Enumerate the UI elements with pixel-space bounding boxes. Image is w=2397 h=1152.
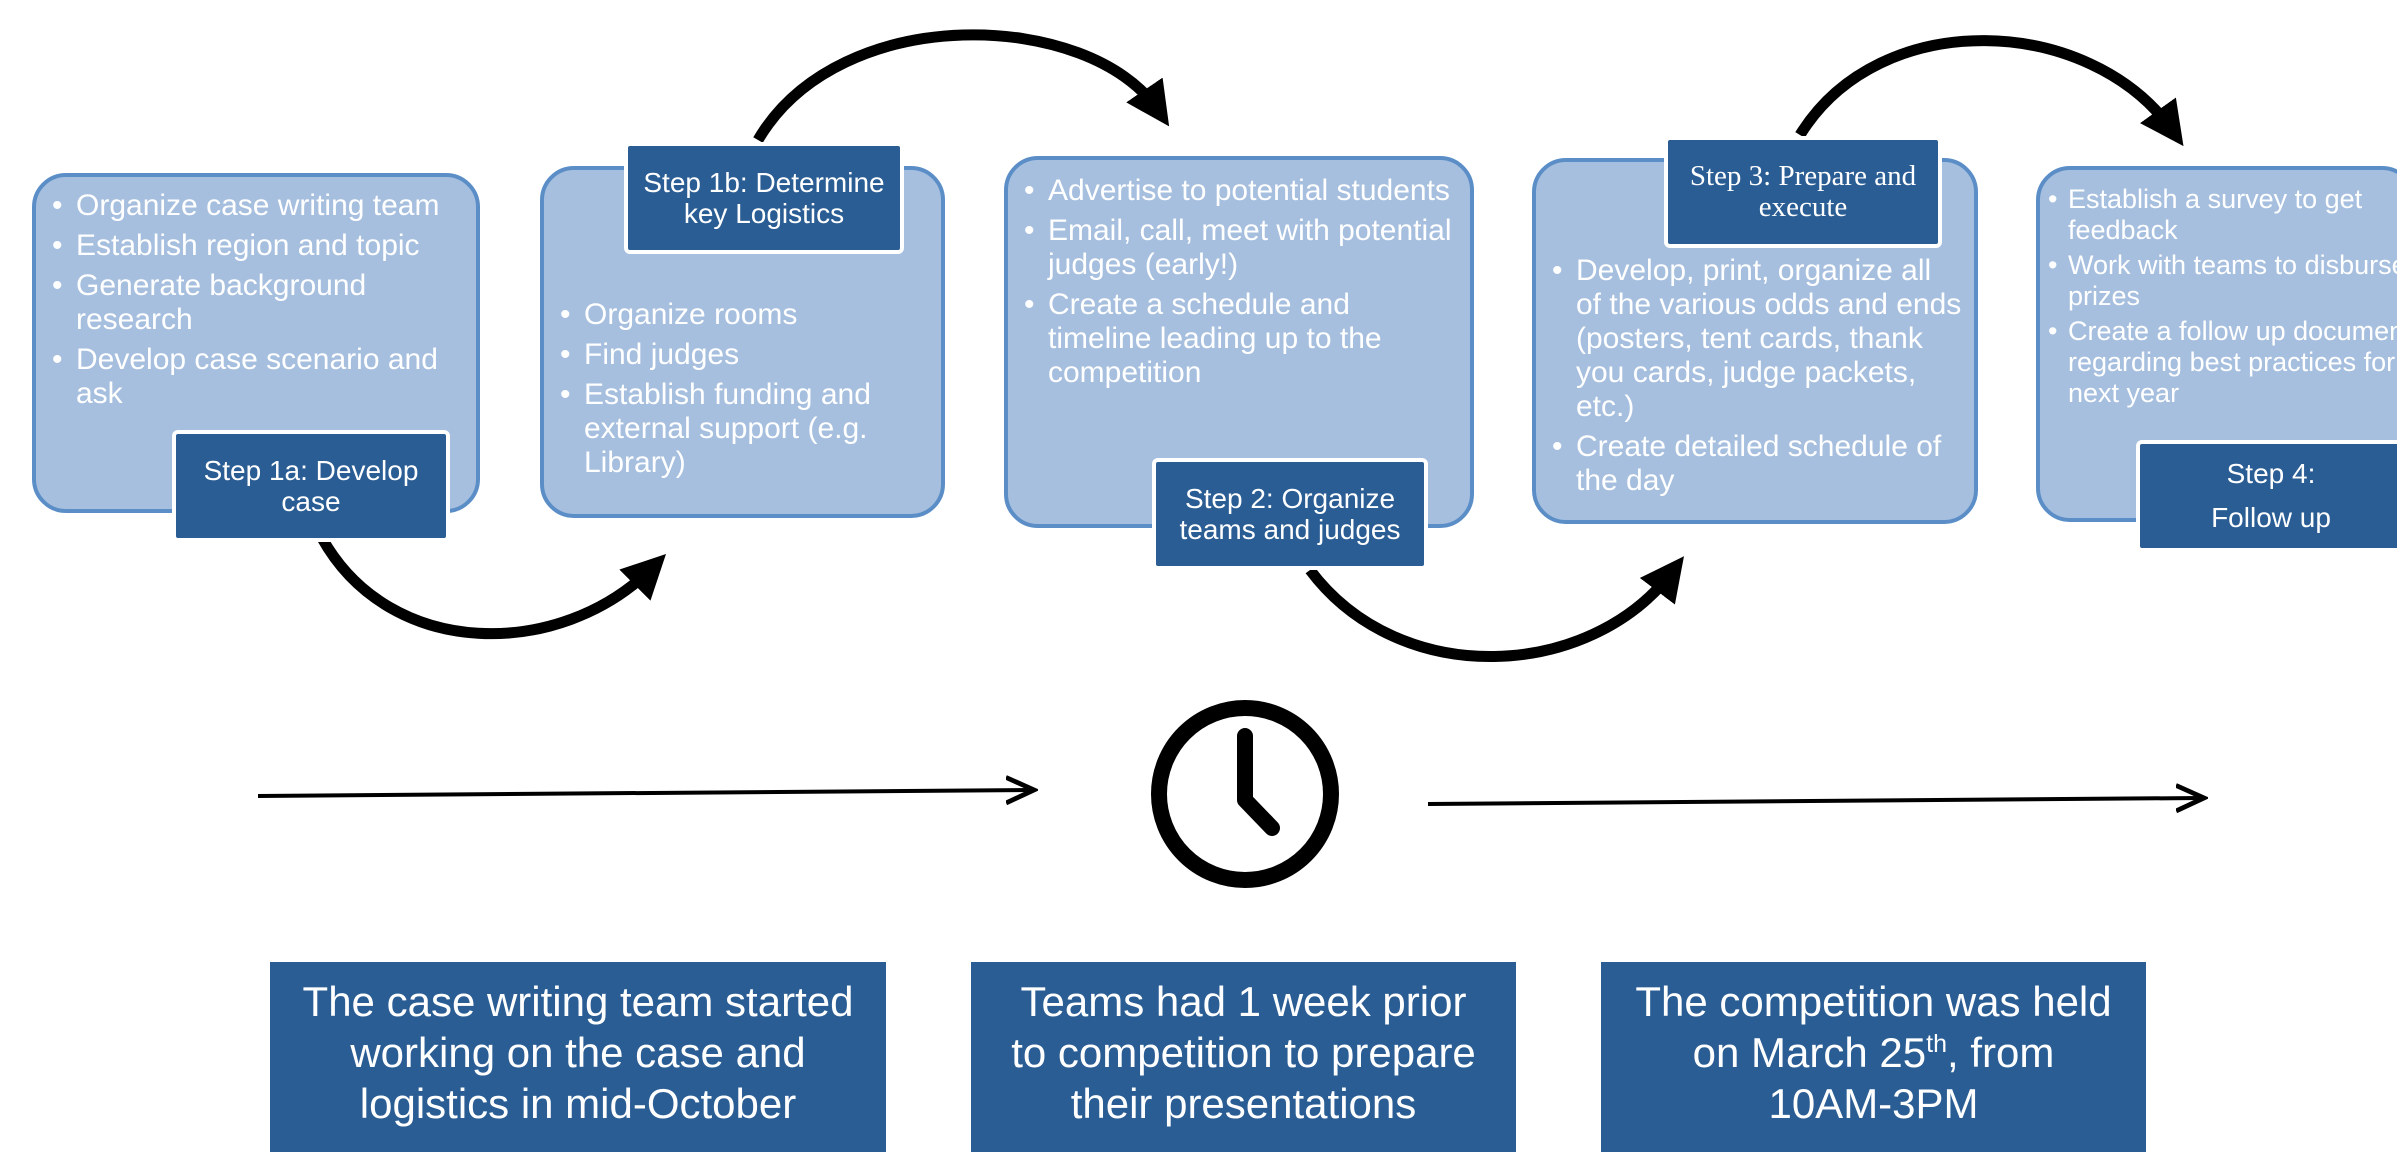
timeline-box-prep: Teams had 1 week prior to competition to…: [971, 962, 1516, 1152]
list-item: Create a follow up document regarding be…: [2044, 316, 2397, 409]
step-1b-label: Step 1b: Determine key Logistics: [624, 142, 904, 254]
timeline-text-competition-after: , from 10AM-3PM: [1768, 1029, 2055, 1127]
list-item: Create detailed schedule of the day: [1540, 430, 1964, 498]
list-item: Organize rooms: [548, 298, 931, 332]
list-item: Email, call, meet with potential judges …: [1012, 214, 1460, 282]
list-item: Find judges: [548, 338, 931, 372]
step-4-list: Establish a survey to get feedback Work …: [2044, 184, 2397, 409]
list-item: Establish funding and external support (…: [548, 378, 931, 480]
step-1b-label-text: Step 1b: Determine key Logistics: [643, 167, 885, 229]
arrow-1b-to-2: [753, 29, 1170, 143]
timeline-text-start: The case writing team started working on…: [302, 978, 854, 1127]
step-4-label-line2: Follow up: [2211, 502, 2331, 533]
step-4-label-line1: Step 4:: [2226, 458, 2316, 489]
list-item: Advertise to potential students: [1012, 174, 1460, 208]
timeline-text-competition-before: The competition was held on March 25: [1635, 978, 2112, 1076]
arrow-3-to-4: [1795, 35, 2184, 147]
step-2-label: Step 2: Organize teams and judges: [1152, 458, 1428, 570]
step-2-label-text: Step 2: Organize teams and judges: [1179, 483, 1401, 545]
timeline-box-start: The case writing team started working on…: [270, 962, 886, 1152]
timeline-text-competition-sup: th: [1926, 1030, 1947, 1058]
arrow-1a-to-1b: [317, 535, 667, 640]
step-3-label: Step 3: Prepare and execute: [1664, 136, 1942, 248]
step-3-label-text: Step 3: Prepare and execute: [1689, 160, 1917, 223]
step-2-list: Advertise to potential students Email, c…: [1012, 174, 1460, 390]
clock-icon: [1151, 700, 1339, 888]
step-1b-list: Organize rooms Find judges Establish fun…: [548, 298, 931, 480]
arrow-2-to-3: [1305, 556, 1684, 662]
list-item: Generate background research: [40, 269, 466, 337]
timeline-text-prep: Teams had 1 week prior to competition to…: [1011, 978, 1476, 1127]
list-item: Establish region and topic: [40, 229, 466, 263]
list-item: Develop case scenario and ask: [40, 343, 466, 411]
list-item: Organize case writing team: [40, 189, 466, 223]
step-4-label: Step 4: Follow up: [2136, 440, 2397, 552]
step-1a-list: Organize case writing team Establish reg…: [40, 189, 466, 411]
step-1a-label-text: Step 1a: Develop case: [203, 455, 419, 517]
list-item: Create a schedule and timeline leading u…: [1012, 288, 1460, 390]
timeline-arrow-left: [257, 790, 1030, 796]
step-3-list: Develop, print, organize all of the vari…: [1540, 254, 1964, 498]
list-item: Work with teams to disburse prizes: [2044, 250, 2397, 312]
list-item: Develop, print, organize all of the vari…: [1540, 254, 1964, 424]
timeline-box-competition: The competition was held on March 25th, …: [1601, 962, 2146, 1152]
connector-arrows: [257, 29, 2397, 888]
timeline-arrow-right: [1427, 798, 2200, 804]
list-item: Establish a survey to get feedback: [2044, 184, 2397, 246]
step-1a-label: Step 1a: Develop case: [172, 430, 450, 542]
